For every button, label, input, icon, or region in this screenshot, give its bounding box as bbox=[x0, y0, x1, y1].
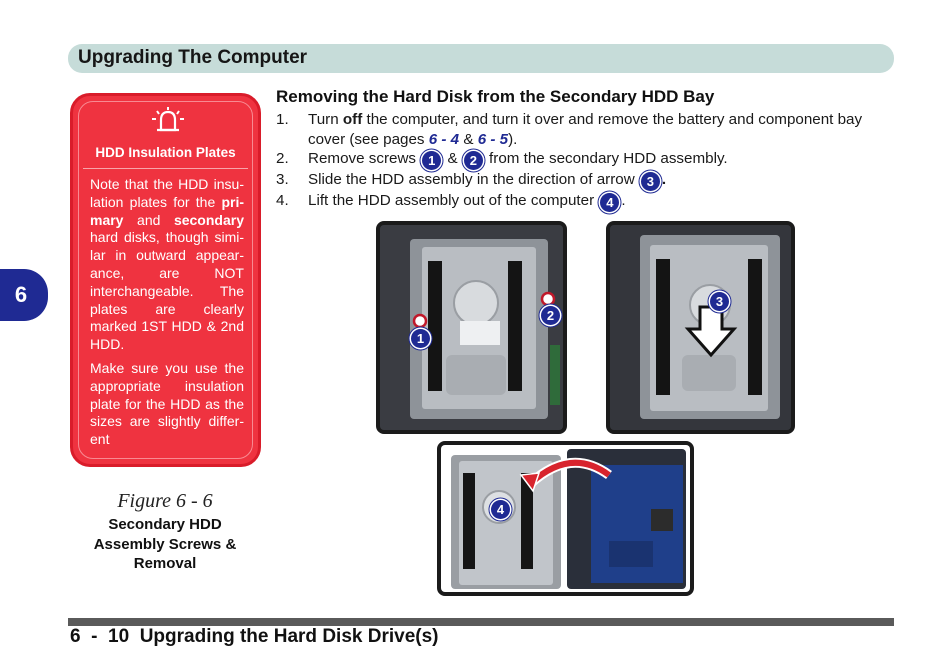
section-heading: Removing the Hard Disk from the Secondar… bbox=[276, 87, 715, 106]
step-2: 2. Remove screws 1 & 2 from the secondar… bbox=[276, 150, 728, 170]
callout-badge-1: 1 bbox=[422, 151, 442, 170]
note-paragraph-1: Note that the HDD insu-lation plates for… bbox=[90, 176, 244, 353]
step-1: 1. Turn off the computer, and turn it ov… bbox=[276, 111, 863, 148]
hdd-photo-slide: 3 bbox=[606, 221, 795, 434]
note-callout-inner bbox=[78, 101, 253, 459]
figure-label: Figure 6 - 6 bbox=[117, 490, 213, 512]
page-ref-link[interactable]: 6 - 4 bbox=[428, 130, 460, 148]
step-3: 3. Slide the HDD assembly in the directi… bbox=[276, 171, 667, 191]
callout-badge-3: 3 bbox=[710, 292, 729, 311]
figure-title: Secondary HDD Assembly Screws & Removal bbox=[93, 516, 237, 572]
page-header-bar: Upgrading The Computer bbox=[68, 44, 894, 73]
step-4: 4. Lift the HDD assembly out of the comp… bbox=[276, 192, 626, 212]
page-footer-text: 6 - 10 Upgrading the Hard Disk Drive(s) bbox=[70, 626, 439, 647]
page-header-title: Upgrading The Computer bbox=[78, 47, 308, 68]
callout-badge-2: 2 bbox=[463, 151, 483, 170]
alert-bell-icon bbox=[152, 107, 184, 132]
note-callout: HDD Insulation Plates Note that the HDD … bbox=[70, 93, 261, 467]
callout-badge-1: 1 bbox=[411, 329, 430, 348]
callout-badge-4: 4 bbox=[491, 500, 510, 519]
figure-caption: Figure 6 - 6 Secondary HDD Assembly Scre… bbox=[80, 490, 250, 574]
note-divider bbox=[83, 168, 248, 169]
note-title: HDD Insulation Plates bbox=[95, 145, 236, 160]
steps-list: 1. Turn off the computer, and turn it ov… bbox=[276, 110, 896, 212]
callout-badge-2: 2 bbox=[541, 306, 560, 325]
page-ref-link[interactable]: 6 - 5 bbox=[477, 130, 509, 148]
chapter-tab[interactable]: 6 bbox=[0, 269, 48, 321]
callout-badge-4: 4 bbox=[600, 193, 620, 212]
page-footer-bar bbox=[68, 618, 894, 626]
note-paragraph-2: Make sure you use the appropriate insula… bbox=[90, 360, 244, 448]
hdd-photo-lift: 4 bbox=[437, 441, 694, 596]
hdd-photo-screws: 1 2 bbox=[376, 221, 567, 434]
callout-badge-3: 3 bbox=[640, 172, 660, 191]
